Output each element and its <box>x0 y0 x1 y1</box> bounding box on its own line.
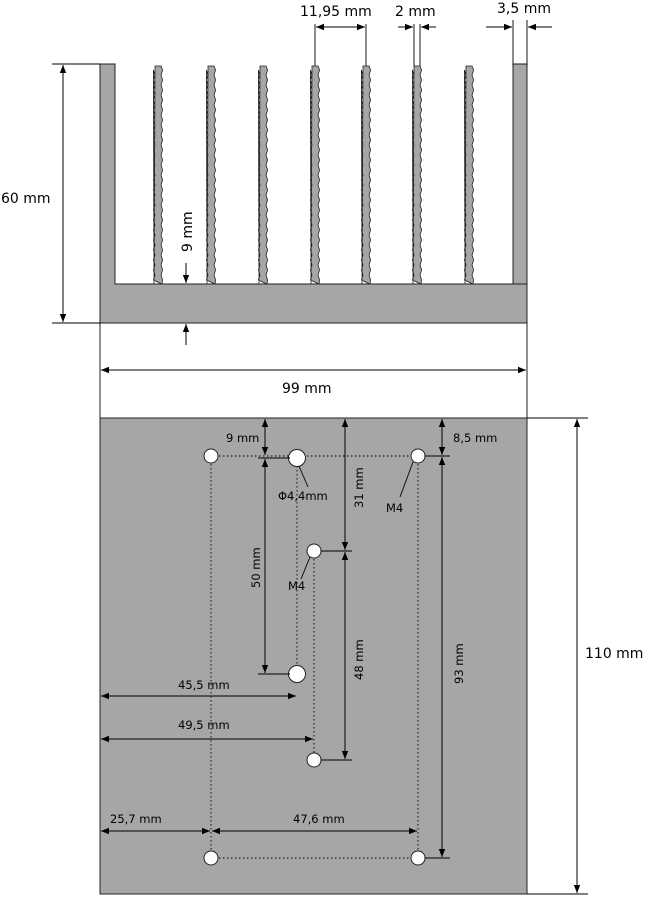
width-label: 99 mm <box>282 381 332 397</box>
hole-center-lower <box>288 665 306 683</box>
hole-bottom-left <box>203 850 219 866</box>
x-25-7-label: 25,7 mm <box>110 812 162 826</box>
top-gap-label: 9 mm <box>226 431 259 445</box>
fin-pitch-label: 11,95 mm <box>300 4 372 20</box>
thread-right-leader <box>399 461 414 498</box>
base-thickness-label: 9 mm <box>180 211 196 252</box>
fin-6 <box>411 65 423 285</box>
profile-view: 60 mm 11,95 mm 2 mm 3,5 mm 9 mm 99 mm <box>1 1 552 418</box>
hole-diameter-leader <box>298 465 309 488</box>
spacing-48-label: 48 mm <box>352 639 366 680</box>
spacing-93-label: 93 mm <box>452 643 466 684</box>
fin-2 <box>205 65 217 285</box>
height-label: 60 mm <box>1 191 51 207</box>
outer-wall-label: 3,5 mm <box>497 1 551 17</box>
fin-4 <box>309 65 321 285</box>
hole-top-left <box>203 448 219 464</box>
fin-5 <box>360 65 372 285</box>
x-49-5-label: 49,5 mm <box>178 718 230 732</box>
length-label: 110 mm <box>585 646 643 662</box>
thread-right-label: M4 <box>386 501 403 515</box>
thread-center-leader <box>300 556 311 580</box>
hole-top-right <box>410 448 426 464</box>
hole-diameter-label: Φ4,4mm <box>278 489 328 503</box>
hole-center-bottom <box>306 752 322 768</box>
hole-center-upper <box>306 543 322 559</box>
spacing-50-label: 50 mm <box>249 547 263 588</box>
hole-bottom-right <box>410 850 426 866</box>
fin-3 <box>257 65 269 285</box>
x-45-5-label: 45,5 mm <box>178 678 230 692</box>
fin-thickness-label: 2 mm <box>395 4 436 20</box>
offset-31-label: 31 mm <box>352 467 366 508</box>
fin-1 <box>152 65 164 285</box>
thread-center-label: M4 <box>288 579 305 593</box>
x-47-6-label: 47,6 mm <box>293 812 345 826</box>
plan-view: 110 mm 9 mm 50 mm Φ4,4mm 31 mm M4 M4 8,5… <box>99 417 643 895</box>
fins <box>152 65 475 285</box>
heatsink-profile <box>99 63 528 324</box>
offset-8-5-label: 8,5 mm <box>453 431 497 445</box>
fin-7 <box>463 65 475 285</box>
base-plate <box>99 417 528 895</box>
hole-top-center <box>288 449 306 467</box>
